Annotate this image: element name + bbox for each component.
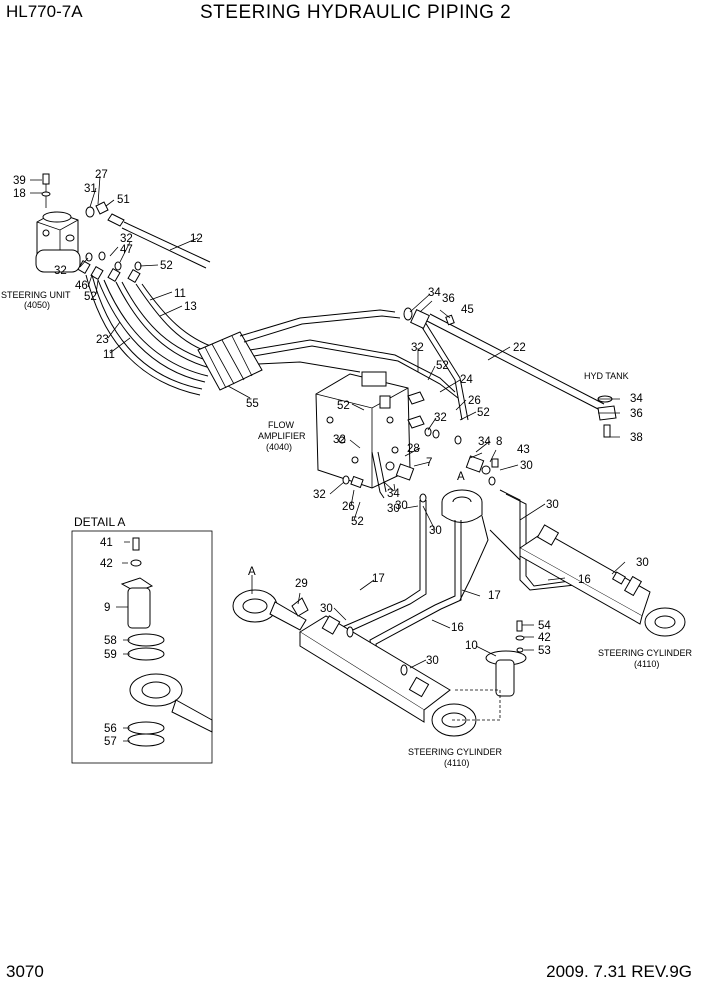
callout-30: 30: [320, 603, 333, 615]
callout-36: 36: [442, 293, 455, 305]
callout-32: 32: [411, 342, 424, 354]
callout-32: 32: [120, 233, 133, 245]
callout-53: 53: [538, 645, 551, 657]
steering-unit: [35, 211, 81, 273]
model-number: HL770-7A: [6, 2, 83, 21]
caption-flow-amplifier-code: (4040): [266, 442, 292, 452]
callout-43: 43: [517, 444, 530, 456]
callout-10: 10: [465, 640, 478, 652]
callout-8: 8: [496, 436, 502, 448]
callout-17: 17: [372, 573, 385, 585]
callout-32: 32: [333, 434, 346, 446]
callout-47: 47: [120, 244, 133, 256]
callout-29: 29: [295, 578, 308, 590]
caption-steering-cylinder-right: STEERING CYLINDER: [598, 648, 693, 658]
callout-30: 30: [387, 503, 400, 515]
callout-24: 24: [460, 374, 473, 386]
callout-36: 36: [630, 408, 643, 420]
callout-26: 26: [468, 395, 481, 407]
callout-27: 27: [95, 169, 108, 181]
revision-date: 2009. 7.31 REV.9G: [546, 962, 692, 981]
caption-steering-cylinder-right-code: (4110): [634, 659, 659, 669]
callout-11: 11: [103, 349, 115, 361]
callout-52: 52: [351, 516, 364, 528]
callout-16: 16: [578, 574, 591, 586]
callout-39: 39: [13, 175, 26, 187]
callout-54: 54: [538, 620, 551, 632]
callout-28: 28: [407, 443, 420, 455]
callout-52: 52: [436, 360, 449, 372]
callout-51: 51: [117, 194, 130, 206]
caption-flow-amplifier-2: AMPLIFIER: [258, 431, 306, 441]
page-number: 3070: [6, 962, 44, 981]
callout-30: 30: [636, 557, 649, 569]
callout-31: 31: [84, 183, 97, 195]
callout-30: 30: [429, 525, 442, 537]
callout-52: 52: [477, 407, 490, 419]
callout-30: 30: [395, 500, 408, 512]
callout-52: 52: [337, 400, 350, 412]
callout-7: 7: [426, 457, 432, 469]
callout-34: 34: [387, 488, 400, 500]
callout-18: 18: [13, 188, 26, 200]
hose-bundle: [85, 274, 217, 396]
caption-steering-cylinder-left-code: (4110): [444, 758, 469, 768]
callout-12: 12: [190, 233, 203, 245]
callout-38: 38: [630, 432, 643, 444]
hose-clamp: [197, 331, 263, 391]
callout-42: 42: [100, 558, 113, 570]
caption-steering-unit-code: (4050): [24, 300, 50, 310]
callout-13: 13: [184, 301, 197, 313]
steering-cylinder-right: [519, 524, 686, 637]
callout-30: 30: [546, 499, 559, 511]
caption-steering-cylinder-left: STEERING CYLINDER: [408, 747, 503, 757]
callout-34: 34: [428, 287, 441, 299]
callout-45: 45: [461, 304, 474, 316]
callout-42: 42: [538, 632, 551, 644]
caption-steering-unit: STEERING UNIT: [1, 290, 71, 300]
callout-41: 41: [100, 537, 113, 549]
callout-9: 9: [104, 602, 110, 614]
callout-30: 30: [520, 460, 533, 472]
callout-17: 17: [488, 590, 501, 602]
view-marker-a-left: A: [248, 566, 256, 578]
view-marker-a-upper: A: [457, 471, 465, 483]
detail-a-frame: [71, 530, 213, 764]
callout-52: 52: [84, 291, 97, 303]
callout-58: 58: [104, 635, 117, 647]
callout-23: 23: [96, 334, 109, 346]
cylinder-fittings: [385, 455, 499, 503]
callout-46: 46: [75, 280, 88, 292]
callout-34: 34: [478, 436, 491, 448]
caption-flow-amplifier: FLOW: [268, 420, 295, 430]
page-title: STEERING HYDRAULIC PIPING 2: [200, 2, 512, 23]
callout-30: 30: [426, 655, 439, 667]
caption-hyd-tank: HYD TANK: [584, 371, 629, 381]
detail-a-parts: [120, 537, 213, 747]
caption-detail-a: DETAIL A: [74, 515, 125, 529]
steering-cylinder-left: [232, 589, 477, 737]
callout-56: 56: [104, 723, 117, 735]
callout-59: 59: [104, 649, 117, 661]
callout-52: 52: [160, 260, 173, 272]
callout-32: 32: [313, 489, 326, 501]
callout-11: 11: [174, 288, 186, 300]
callout-22: 22: [513, 342, 526, 354]
steering-unit-fittings: [77, 201, 142, 284]
callout-55: 55: [246, 398, 259, 410]
flow-amplifier: [315, 371, 411, 489]
callout-57: 57: [104, 736, 117, 748]
callout-26: 26: [342, 501, 355, 513]
callout-34: 34: [630, 393, 643, 405]
callout-16: 16: [451, 622, 464, 634]
callout-32: 32: [54, 265, 67, 277]
callout-32: 32: [434, 412, 447, 424]
